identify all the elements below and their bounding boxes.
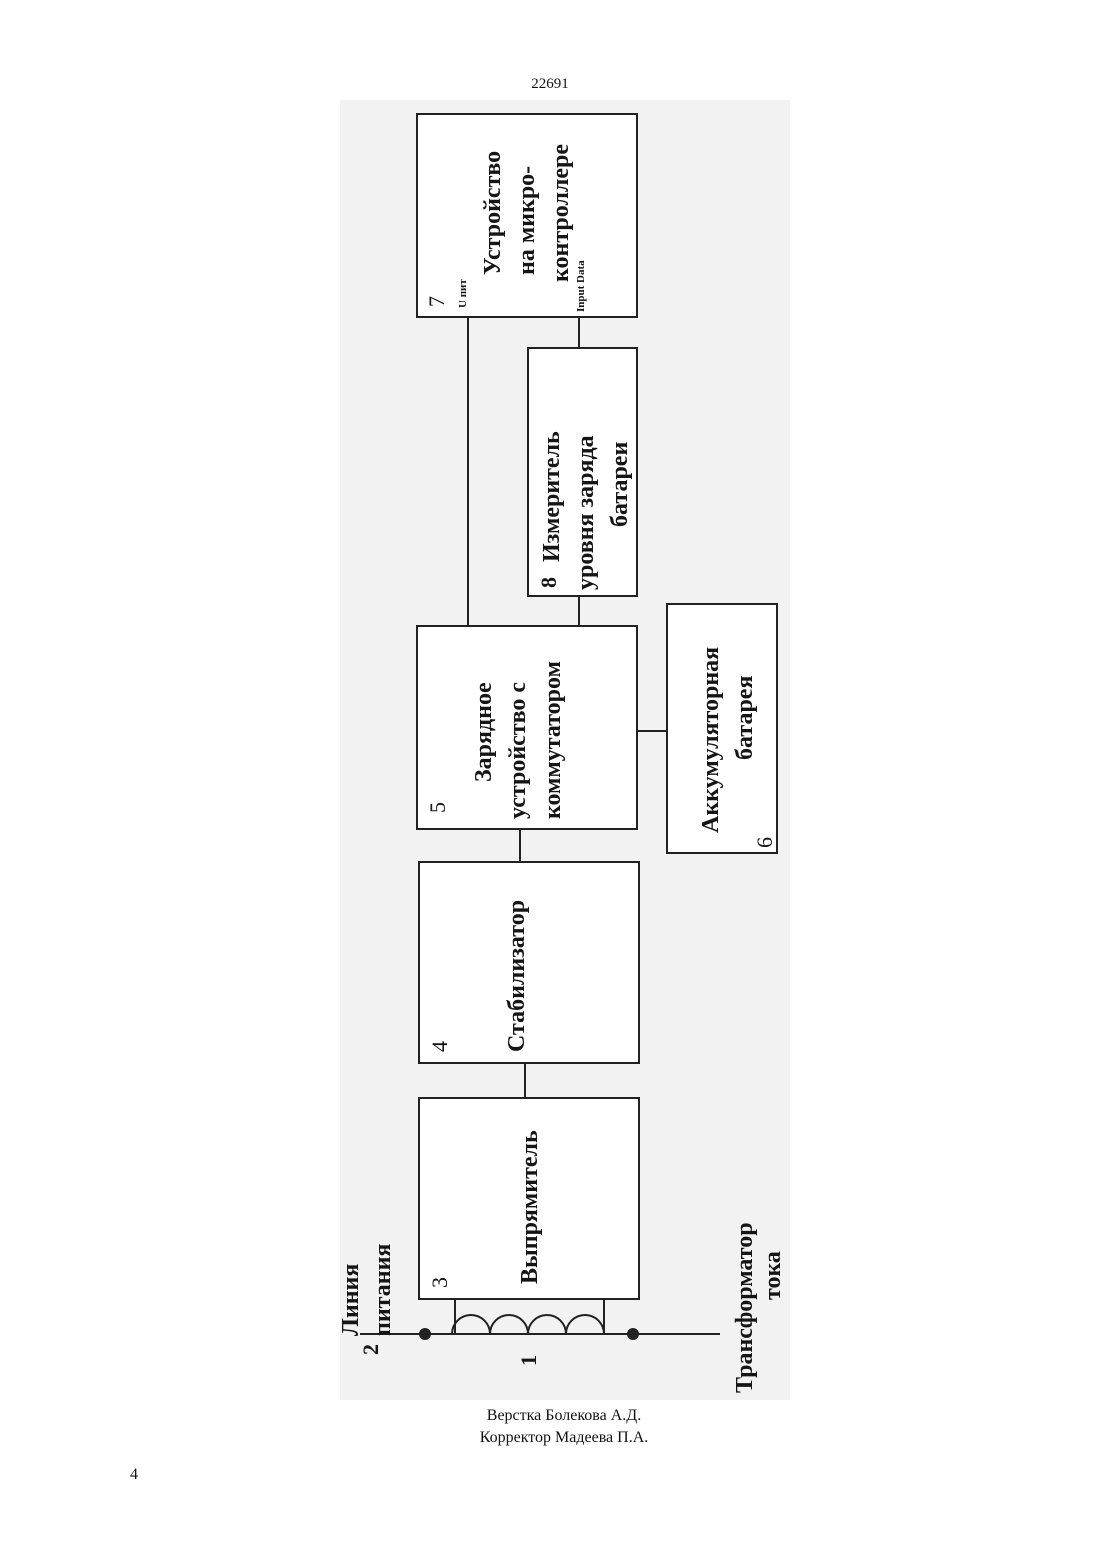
data-port-label: Input Data [575, 260, 587, 312]
power-port-label: U пит [457, 279, 469, 308]
layout-credit: Верстка Болекова А.Д. [0, 1405, 1100, 1427]
block-number: 7 [424, 296, 449, 307]
charger-label-line: устройство с [505, 682, 531, 819]
line-label: питания [370, 1244, 396, 1336]
terminal-dot [419, 1328, 431, 1340]
transformer-label: тока [760, 1251, 786, 1300]
block-number: 8 [536, 577, 561, 588]
footer: Верстка Болекова А.Д. Корректор Мадеева … [0, 1405, 1100, 1449]
block-number: 6 [752, 837, 777, 848]
corrector-credit: Корректор Мадеева П.А. [0, 1427, 1100, 1449]
controller-label-line: Устройство [480, 151, 506, 275]
line-number: 2 [358, 1344, 383, 1355]
battery-label-line: батарея [732, 676, 758, 760]
terminal-dot [627, 1328, 639, 1340]
charger-label-line: Зарядное [471, 682, 497, 782]
rectifier-label: Выпрямитель [517, 1130, 543, 1284]
block-number: 4 [427, 1041, 452, 1052]
controller-label-line: на микро- [514, 166, 540, 275]
transformer-coil [452, 1315, 604, 1334]
controller-label-line: контроллере [548, 144, 574, 282]
block-number: 5 [425, 802, 450, 813]
stabilizer-label: Стабилизатор [504, 900, 530, 1052]
block-number: 3 [427, 1277, 452, 1288]
line-label: Линия [338, 1264, 364, 1336]
meter-label-line: батареи [607, 442, 633, 527]
battery-label-line: Аккумуляторная [698, 647, 724, 833]
charger-label-line: коммутатором [540, 661, 566, 819]
meter-label-line: Измеритель [539, 431, 565, 562]
meter-label-line: уровня заряда [573, 435, 599, 590]
transformer-label: Трансформатор [732, 1222, 758, 1393]
transformer-number: 1 [516, 1355, 541, 1366]
page-number: 4 [130, 1466, 138, 1484]
